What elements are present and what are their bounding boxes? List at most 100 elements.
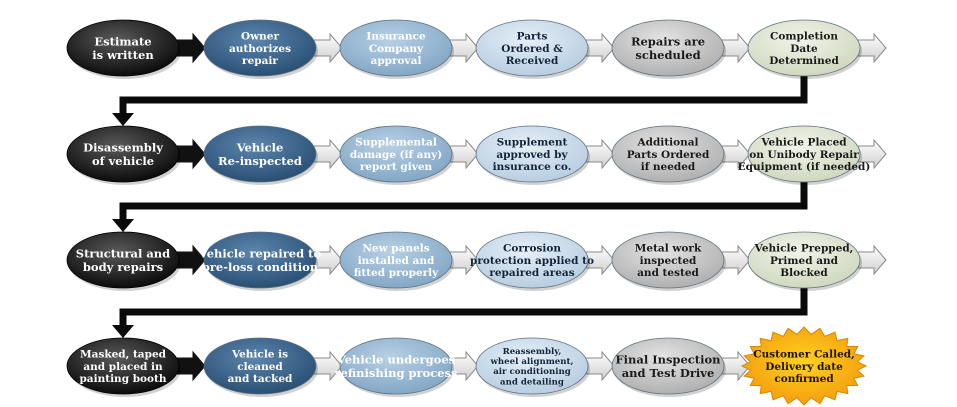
step-ellipse [747,19,861,77]
step-label-line: cleaned [237,361,283,373]
step-ellipse [475,19,589,77]
row-connectors [112,74,808,338]
step-ellipse [339,231,453,289]
step-ellipse [203,231,317,289]
step-label-line: scheduled [635,48,700,62]
step-ellipse [475,125,589,183]
step-label-line: Date [790,43,818,55]
step-label-line: Ordered & [501,43,563,55]
step-label-line: body repairs [83,260,163,274]
step-label-line: Supplement [497,136,568,148]
step-label-line: Disassembly [83,140,163,154]
step-label-line: report given [360,161,433,173]
step-label-line: Owner [241,30,279,42]
step-ellipse [747,231,861,289]
process-step: Reassembly,wheel alignment,air condition… [475,337,615,397]
step-label-line: of vehicle [92,154,154,168]
step-label-line: if needed [641,161,696,173]
step-ellipse [475,231,589,289]
step-label-line: Blocked [780,267,828,279]
step-ellipse [339,19,453,77]
row-connector-3 [112,286,808,338]
step-label-line: installed and [358,255,435,267]
step-label-line: Additional [636,136,698,148]
step-label-line: and Test Drive [622,366,715,380]
step-ellipse [475,337,589,395]
step-ellipse [66,337,180,395]
step-label-line: protection applied to [470,255,594,267]
step-label-line: Received [506,55,559,67]
step-label-line: repair [242,55,278,67]
step-label-line: Structural and [76,246,170,260]
step-label-line: Vehicle undergoes [336,352,455,366]
step-label-line: Repairs are [631,34,705,48]
step-label-line: Primed and [770,255,839,267]
step-label-line: Final Inspection [615,352,721,366]
step-label-line: fitted properly [354,267,439,279]
step-ellipse [203,337,317,395]
step-label-line: Completion [770,30,838,42]
step-ellipse [611,337,725,395]
step-label-line: painting booth [79,373,166,385]
step-ellipse [339,337,453,395]
step-label-line: and placed in [83,361,163,373]
step-label-line: pre-loss condition [202,260,319,274]
step-label-line: Company [369,43,424,55]
step-label-line: Vehicle [236,140,284,154]
step-ellipse [747,125,861,183]
step-ellipse [611,19,725,77]
step-ellipse [66,231,180,289]
step-label-line: and tacked [228,373,293,385]
starburst-shape [740,326,868,406]
row-connector-2 [112,180,808,232]
step-label-line: Corrosion [503,242,561,254]
step-label-line: Insurance [366,30,425,42]
step-ellipse [339,125,453,183]
step-label-line: approved by [496,149,568,161]
step-label-line: Parts Ordered [627,149,710,161]
step-ellipse [66,125,180,183]
step-label-line: Reassembly, [503,347,562,357]
step-label-line: wheel alignment, [490,357,574,367]
step-label-line: Metal work [635,242,702,254]
step-label-line: and tested [637,267,699,279]
step-ellipse [611,231,725,289]
step-label-line: air conditioning [493,367,571,377]
step-ellipse [611,125,725,183]
step-label-line: Delivery date [765,361,843,373]
step-label-line: Vehicle Prepped, [754,242,854,254]
step-label-line: Determined [769,55,839,67]
step-label-line: Estimate [94,34,151,48]
step-label-line: Customer Called, [753,348,855,360]
step-label-line: approval [371,55,422,67]
step-label-line: and detailing [500,377,564,387]
step-label-line: refinishing process [334,366,457,380]
step-label-line: insurance co. [493,161,572,173]
step-label-line: Re-inspected [218,154,302,168]
step-label-line: on Unibody Repair [749,149,859,161]
